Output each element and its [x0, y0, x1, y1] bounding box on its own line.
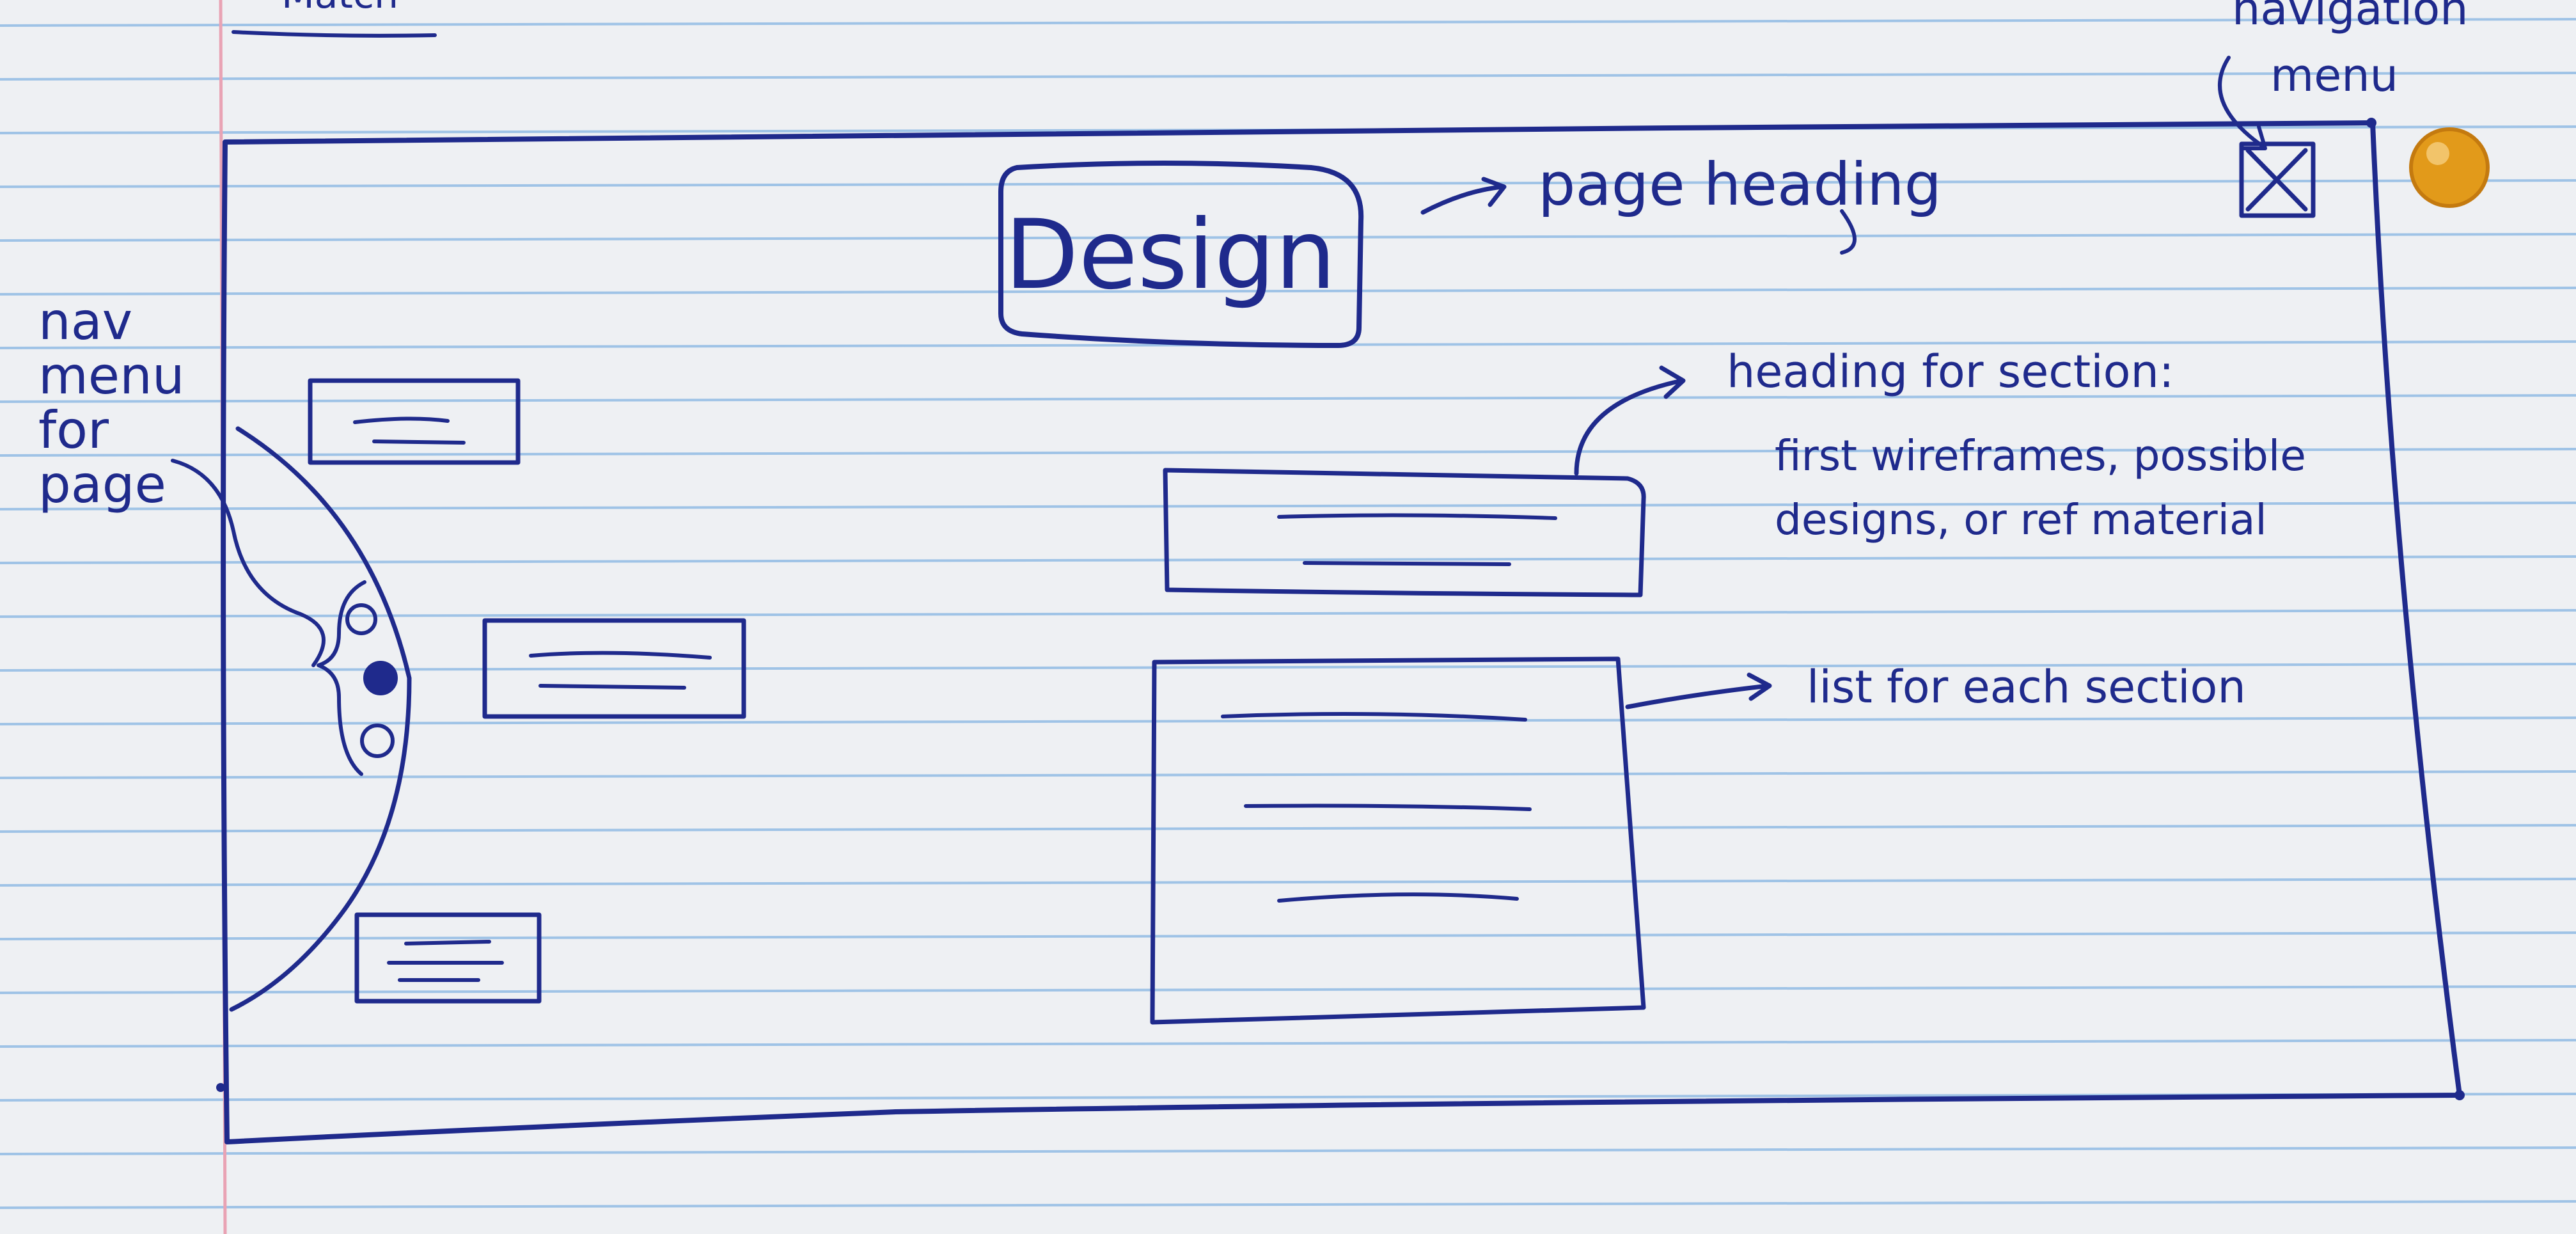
ruled-line	[0, 770, 2576, 779]
ruled-line	[0, 985, 2576, 994]
ruled-line	[0, 1039, 2576, 1048]
side-card-1[interactable]	[308, 378, 521, 465]
corner-note-underline	[232, 30, 437, 38]
nav-dots-brace	[317, 580, 366, 776]
ruled-line	[0, 72, 2576, 81]
side-card-2[interactable]	[482, 618, 746, 719]
annotation-nav-menu-line1: nav	[38, 292, 132, 351]
ruled-line	[0, 663, 2576, 672]
pin-icon	[2409, 127, 2490, 208]
ruled-line	[0, 287, 2576, 296]
section-heading-lines	[1277, 513, 1557, 566]
page-heading-tail	[1840, 209, 1857, 255]
page-title: Design	[1005, 200, 1336, 311]
nav-dot-2-icon[interactable]	[363, 661, 398, 695]
section-list-box	[1150, 656, 1646, 1025]
side-nav-panel	[229, 426, 412, 1012]
annotation-nav-menu-line4: page	[38, 455, 166, 514]
page-heading-arrow	[1420, 177, 1507, 215]
annotation-navigation-menu-line2: menu	[2270, 49, 2398, 102]
ruled-line	[0, 716, 2576, 725]
ruled-line	[0, 18, 2576, 27]
nav-menu-pointer	[171, 459, 326, 667]
annotation-section-heading-line1: heading for section:	[1727, 345, 2174, 398]
side-card-3[interactable]	[354, 912, 542, 1004]
ruled-line	[0, 824, 2576, 833]
corner-note: Match	[281, 0, 398, 17]
frame-corner-bottom-left	[216, 1083, 225, 1092]
nav-dot-1-icon[interactable]	[345, 603, 377, 635]
ruled-line	[0, 448, 2576, 457]
ruled-line	[0, 555, 2576, 564]
ruled-line	[0, 609, 2576, 618]
annotation-nav-menu-line3: for	[38, 400, 109, 460]
section-heading-arrow	[1574, 365, 1686, 476]
ruled-lines	[0, 18, 2576, 1209]
frame-corner-top-right	[2366, 118, 2376, 128]
ruled-line	[0, 931, 2576, 940]
section-list-arrow	[1625, 672, 1772, 709]
annotation-section-heading-line3: designs, or ref material	[1775, 495, 2267, 544]
annotation-list-for-section: list for each section	[1807, 661, 2246, 713]
ruled-line	[0, 394, 2576, 403]
navigation-menu-arrow	[2218, 56, 2267, 150]
ruled-line	[0, 1146, 2576, 1155]
ruled-line	[0, 502, 2576, 510]
annotation-nav-menu-line2: menu	[38, 346, 185, 406]
nav-dot-3-icon[interactable]	[360, 724, 395, 758]
page-title-box	[998, 161, 1364, 348]
ruled-line	[0, 878, 2576, 887]
annotation-navigation-menu-line1: navigation	[2232, 0, 2469, 35]
frame-corner-bottom-right	[2454, 1090, 2465, 1100]
annotation-section-heading-line2: first wireframes, possible	[1775, 431, 2306, 480]
section-list-lines	[1221, 712, 1532, 903]
ruled-line	[0, 233, 2576, 242]
annotation-page-heading: page heading	[1538, 150, 1942, 219]
ruled-line	[0, 179, 2576, 188]
ruled-line	[0, 1200, 2576, 1209]
pin-highlight	[2426, 142, 2449, 165]
close-x-icon[interactable]	[2239, 141, 2316, 218]
section-heading-box	[1163, 468, 1646, 597]
